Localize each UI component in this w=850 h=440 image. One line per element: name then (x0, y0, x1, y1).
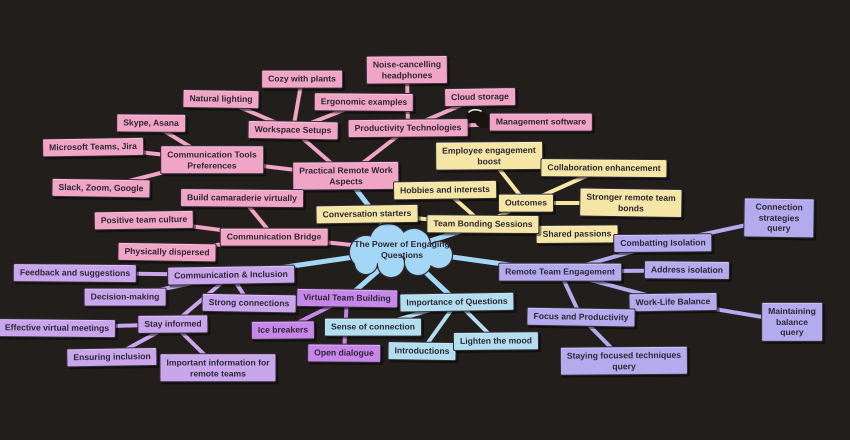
node-decision-making[interactable]: Decision-making (83, 287, 167, 307)
node-ensuring-inclusion[interactable]: Ensuring inclusion (66, 346, 158, 368)
node-workspace-setups[interactable]: Workspace Setups (247, 119, 339, 141)
node-stay-informed[interactable]: Stay informed (137, 314, 209, 334)
node-slack-zoom-google[interactable]: Slack, Zoom, Google (51, 177, 151, 199)
node-ice-breakers[interactable]: Ice breakers (250, 320, 316, 340)
node-hobbies-and-interests[interactable]: Hobbies and interests (392, 179, 498, 201)
node-sense-of-connection[interactable]: Sense of connection (323, 317, 423, 337)
node-center-topic[interactable]: The Power of Engaging Questions (336, 219, 468, 281)
node-conversation-starters[interactable]: Conversation starters (315, 203, 419, 225)
node-communication-tools-preferences[interactable]: Communication Tools Preferences (160, 145, 264, 175)
node-shared-passions[interactable]: Shared passions (535, 224, 619, 244)
center-topic-label: The Power of Engaging Questions (354, 238, 450, 260)
node-strong-connections[interactable]: Strong connections (201, 292, 297, 314)
node-virtual-team-building[interactable]: Virtual Team Building (296, 287, 398, 309)
node-focus-and-productivity[interactable]: Focus and Productivity (526, 306, 636, 328)
node-team-bonding-sessions[interactable]: Team Bonding Sessions (426, 214, 540, 234)
node-cozy-with-plants[interactable]: Cozy with plants (261, 69, 343, 89)
node-employee-engagement-boost[interactable]: Employee engagement boost (435, 140, 543, 172)
node-introductions[interactable]: Introductions (387, 341, 457, 361)
node-combatting-isolation[interactable]: Combatting Isolation (613, 233, 713, 253)
node-microsoft-teams-jira[interactable]: Microsoft Teams, Jira (41, 136, 145, 158)
node-feedback-and-suggestions[interactable]: Feedback and suggestions (12, 263, 138, 283)
node-productivity-technologies[interactable]: Productivity Technologies (347, 118, 469, 138)
node-build-camaraderie-virtually[interactable]: Build camaraderie virtually (179, 188, 305, 208)
node-cloud-storage[interactable]: Cloud storage (443, 87, 517, 107)
node-importance-of-questions[interactable]: Importance of Questions (399, 291, 515, 313)
node-connection-strategies-query[interactable]: Connection strategies query (743, 197, 815, 239)
node-outcomes[interactable]: Outcomes (497, 193, 555, 213)
node-effective-virtual-meetings[interactable]: Effective virtual meetings (0, 318, 117, 338)
node-natural-lighting[interactable]: Natural lighting (182, 89, 260, 109)
node-positive-team-culture[interactable]: Positive team culture (93, 209, 195, 231)
node-noise-cancelling-headphones[interactable]: Noise-cancelling headphones (365, 54, 449, 86)
node-ergonomic-examples[interactable]: Ergonomic examples (313, 92, 415, 112)
node-skype-asana[interactable]: Skype, Asana (116, 113, 186, 133)
node-communication-and-inclusion[interactable]: Communication & Inclusion (167, 264, 295, 286)
node-physically-dispersed[interactable]: Physically dispersed (117, 241, 217, 263)
cloud-shape (348, 222, 454, 279)
node-important-information-for-remote-teams[interactable]: Important information for remote teams (159, 353, 277, 383)
node-communication-bridge[interactable]: Communication Bridge (219, 227, 329, 247)
node-lighten-the-mood[interactable]: Lighten the mood (452, 331, 540, 351)
node-staying-focused-techniques-query[interactable]: Staying focused techniques query (559, 345, 689, 377)
node-stronger-remote-team-bonds[interactable]: Stronger remote team bonds (579, 187, 683, 219)
node-collaboration-enhancement[interactable]: Collaboration enhancement (540, 158, 668, 178)
node-open-dialogue[interactable]: Open dialogue (307, 343, 381, 363)
node-remote-team-engagement[interactable]: Remote Team Engagement (498, 262, 622, 282)
node-work-life-balance[interactable]: Work-Life Balance (628, 291, 718, 313)
node-management-software[interactable]: Management software (488, 112, 594, 132)
node-maintaining-balance-query[interactable]: Maintaining balance query (761, 301, 823, 343)
node-practical-remote-work-aspects[interactable]: Practical Remote Work Aspects (292, 160, 400, 192)
node-address-isolation[interactable]: Address isolation (643, 260, 731, 280)
